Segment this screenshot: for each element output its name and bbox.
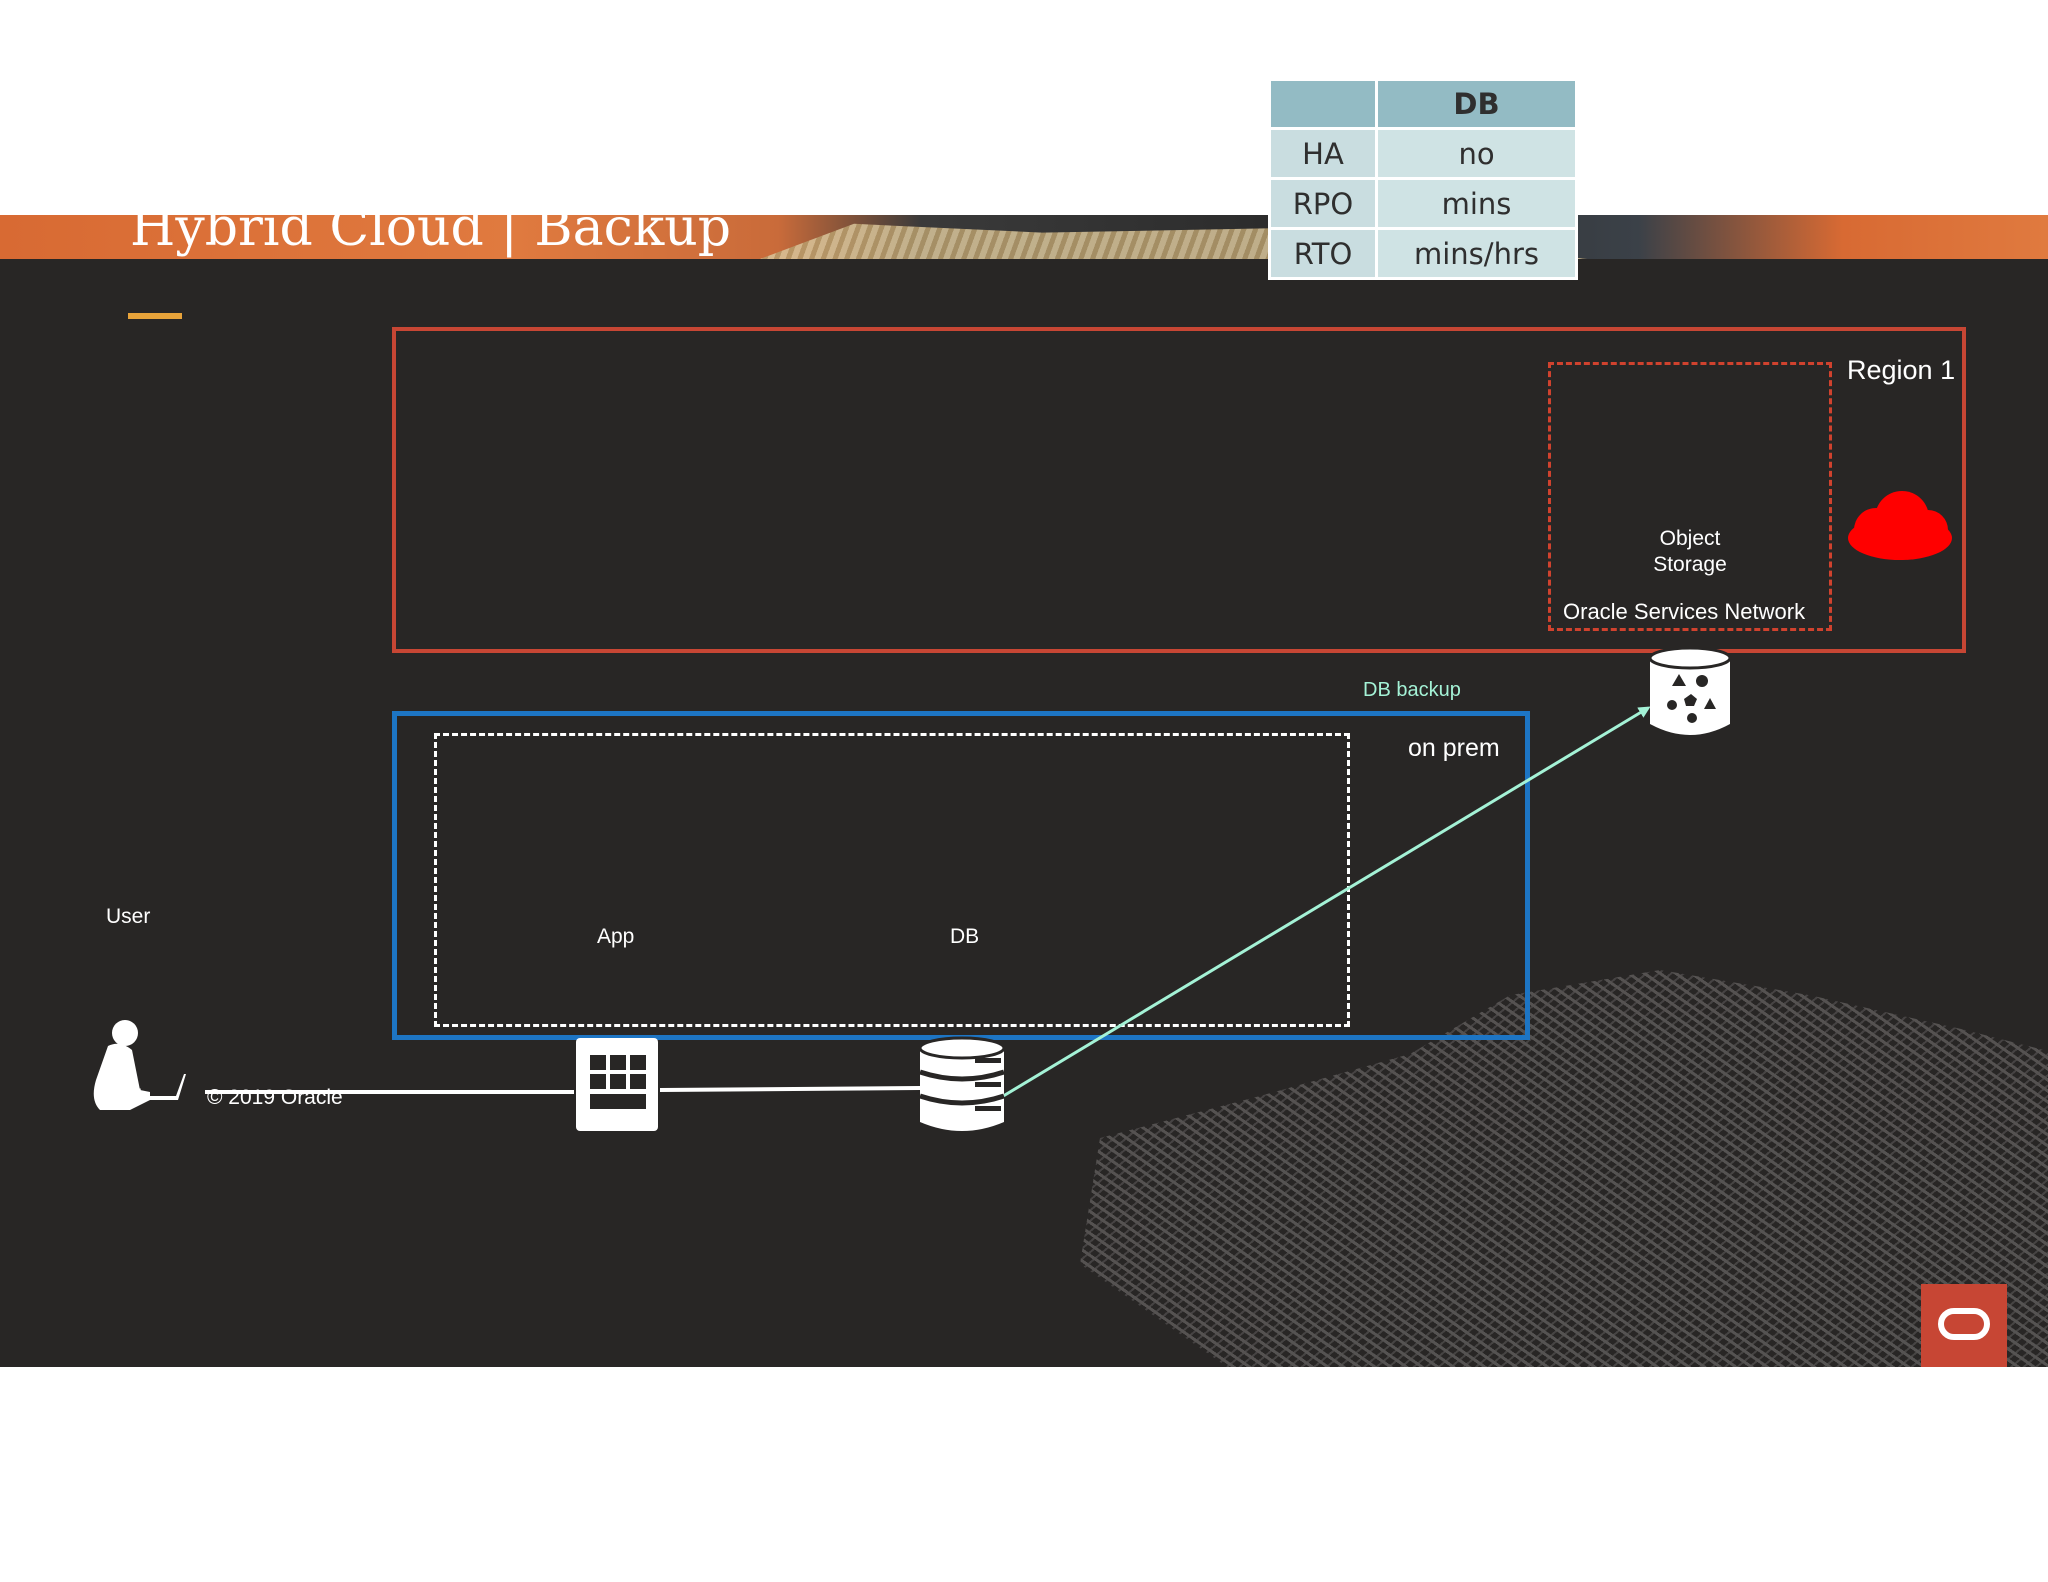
- db-backup-arrow: [999, 706, 1651, 1100]
- object-storage-icon: [1648, 646, 1732, 735]
- db-backup-label: DB backup: [1363, 679, 1461, 701]
- table-row-value: no: [1375, 127, 1578, 180]
- title-accent-bar: [128, 313, 182, 319]
- table-row: HA no: [1268, 127, 1578, 180]
- slide: [0, 215, 2048, 1367]
- page-number: 34: [120, 1085, 144, 1108]
- table-row-label: HA: [1268, 127, 1378, 180]
- table-row-value: mins: [1375, 177, 1578, 230]
- app-label: App: [597, 925, 635, 948]
- table-row: RPO mins: [1268, 177, 1578, 230]
- region-label: Region 1: [1847, 355, 1956, 385]
- table-header-cell: DB: [1375, 78, 1578, 130]
- user-icon: [93, 1020, 186, 1110]
- cloud-icon: [1848, 491, 1952, 560]
- table-header-cell: [1268, 78, 1378, 130]
- oracle-services-network-boundary: [1548, 362, 1832, 631]
- db-label: DB: [950, 925, 980, 948]
- on-prem-label: on prem: [1408, 734, 1500, 762]
- oracle-logo-tile: [1921, 1284, 2007, 1367]
- oracle-services-network-label: Oracle Services Network: [1563, 599, 1806, 624]
- db-icon: [918, 1036, 1006, 1131]
- oracle-logo-icon: [1938, 1308, 1990, 1340]
- table-row: RTO mins/hrs: [1268, 227, 1578, 280]
- app-icon: [576, 1038, 658, 1131]
- table-row-value: mins/hrs: [1375, 227, 1578, 280]
- user-label: User: [106, 905, 151, 928]
- table-header-row: DB: [1268, 78, 1578, 130]
- copyright-text: © 2019 Oracle: [207, 1086, 343, 1109]
- region-boundary: [392, 327, 1966, 653]
- object-storage-label: Object Storage: [1653, 527, 1727, 576]
- on-prem-app-tier-boundary: [434, 733, 1350, 1027]
- table-row-label: RTO: [1268, 227, 1378, 280]
- slide-title: Hybrid Cloud | Backup: [130, 198, 732, 258]
- app-db-connector: [659, 1086, 921, 1092]
- table-row-label: RPO: [1268, 177, 1378, 230]
- availability-table: DB HA no RPO mins RTO mins/hrs: [1268, 78, 1578, 280]
